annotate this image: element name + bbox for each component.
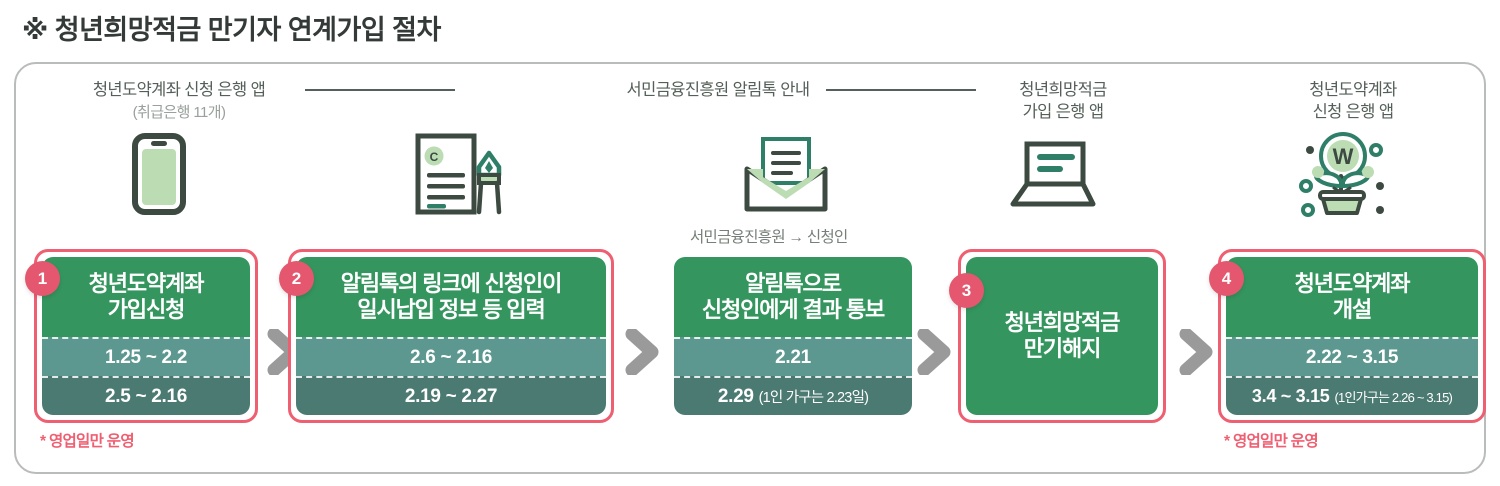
step-1-title-line2: 가입신청: [107, 297, 186, 322]
step-3-title-line2: 신청인에게 결과 통보: [701, 297, 885, 322]
step-1-title: 청년도약계좌 가입신청: [42, 257, 250, 337]
column-header-2: 서민금융진흥원 알림톡 안내: [398, 80, 1038, 101]
step-4-title-line1: 청년희망적금: [1004, 310, 1121, 336]
column-header-2-label: 서민금융진흥원 알림톡 안내: [626, 81, 811, 99]
step-3-date-primary: 2.21: [674, 337, 912, 376]
svg-text:C: C: [430, 150, 439, 164]
steps-row: 1 청년도약계좌 가입신청 1.25 ~ 2.2 2.5 ~ 2.16 * 영업…: [16, 229, 1486, 474]
step-1-caption: * 영업일만 운영: [40, 433, 135, 450]
step-5-title-line2: 개설: [1332, 297, 1372, 322]
step-4-stack: 청년희망적금 만기해지: [966, 257, 1158, 415]
step-3-date-secondary-note: (1인 가구는 2.23일): [758, 390, 869, 406]
step-2-stack: 알림톡의 링크에 신청인이 일시납입 정보 등 입력 2.6 ~ 2.16 2.…: [296, 257, 606, 415]
step-3-stack: 알림톡으로 신청인에게 결과 통보 2.21 2.29 (1인 가구는 2.23…: [674, 257, 912, 415]
step-5-title: 청년도약계좌 개설: [1226, 257, 1478, 337]
step-3-above-label: 서민금융진흥원 → 신청인: [690, 229, 848, 246]
step-2-title-line2: 일시납입 정보 등 입력: [357, 297, 545, 322]
step-3-title-line1: 알림톡으로: [745, 271, 842, 297]
column-header-4: 청년도약계좌 신청 은행 앱: [1248, 80, 1458, 122]
step-5-badge: 4: [1209, 261, 1244, 296]
envelope-icon: [726, 126, 846, 221]
step-4-badge: 3: [949, 273, 984, 308]
step-1-date-primary: 1.25 ~ 2.2: [42, 337, 250, 376]
smartphone-icon: [99, 126, 219, 221]
document-pen-icon: C: [401, 126, 521, 221]
arrow-2-icon: [625, 329, 659, 375]
step-5-date-secondary-note: (1인가구는 2.26 ~ 3.15): [1334, 390, 1453, 405]
step-5-date-secondary-value: 3.4 ~ 3.15: [1251, 386, 1330, 406]
step-2-date-primary: 2.6 ~ 2.16: [296, 337, 606, 376]
step-3-date-secondary: 2.29 (1인 가구는 2.23일): [674, 376, 912, 415]
step-2-title-line1: 알림톡의 링크에 신청인이: [340, 271, 563, 297]
step-4-title: 청년희망적금 만기해지: [966, 257, 1158, 415]
header-rule-right: [826, 89, 976, 91]
step-5-date-primary: 2.22 ~ 3.15: [1226, 337, 1478, 376]
arrow-4-icon: [1179, 329, 1213, 375]
step-1-badge: 1: [25, 261, 60, 296]
step-5-caption: * 영업일만 운영: [1224, 433, 1319, 450]
column-header-3: 청년희망적금 가입 은행 앱: [958, 80, 1168, 122]
step-2-date-secondary: 2.19 ~ 2.27: [296, 376, 606, 415]
laptop-icon: [993, 126, 1113, 221]
step-2-title: 알림톡의 링크에 신청인이 일시납입 정보 등 입력: [296, 257, 606, 337]
svg-text:W: W: [1333, 144, 1354, 169]
money-plant-icon: W: [1283, 126, 1403, 221]
step-4-title-line2: 만기해지: [1023, 336, 1102, 361]
arrow-3-icon: [917, 329, 951, 375]
column-header-4-line1: 청년도약계좌: [1309, 81, 1397, 99]
step-1-stack: 청년도약계좌 가입신청 1.25 ~ 2.2 2.5 ~ 2.16: [42, 257, 250, 415]
step-2-badge: 2: [279, 261, 314, 296]
column-header-1-label: 청년도약계좌 신청 은행 앱: [92, 81, 266, 99]
column-headers: 청년도약계좌 신청 은행 앱 (취급은행 11개) 서민금융진흥원 알림톡 안내…: [16, 64, 1484, 124]
step-5-stack: 청년도약계좌 개설 2.22 ~ 3.15 3.4 ~ 3.15 (1인가구는 …: [1226, 257, 1478, 415]
header-rule-left: [305, 89, 455, 91]
step-1-title-line1: 청년도약계좌: [88, 271, 205, 297]
step-3-title: 알림톡으로 신청인에게 결과 통보: [674, 257, 912, 337]
page-title: ※ 청년희망적금 만기자 연계가입 절차: [22, 15, 441, 45]
step-1-date-secondary: 2.5 ~ 2.16: [42, 376, 250, 415]
column-header-1-sublabel: (취급은행 11개): [132, 103, 226, 121]
icon-row: C: [16, 126, 1484, 221]
step-5-date-secondary: 3.4 ~ 3.15 (1인가구는 2.26 ~ 3.15): [1226, 376, 1478, 415]
step-3-date-secondary-value: 2.29: [717, 385, 754, 407]
column-header-4-line2: 신청 은행 앱: [1312, 102, 1394, 121]
column-header-3-line1: 청년희망적금: [1019, 81, 1107, 99]
column-header-3-line2: 가입 은행 앱: [1022, 102, 1104, 121]
diagram-container: 청년도약계좌 신청 은행 앱 (취급은행 11개) 서민금융진흥원 알림톡 안내…: [14, 62, 1486, 474]
column-header-1: 청년도약계좌 신청 은행 앱 (취급은행 11개): [34, 80, 324, 122]
step-5-title-line1: 청년도약계좌: [1294, 271, 1411, 297]
